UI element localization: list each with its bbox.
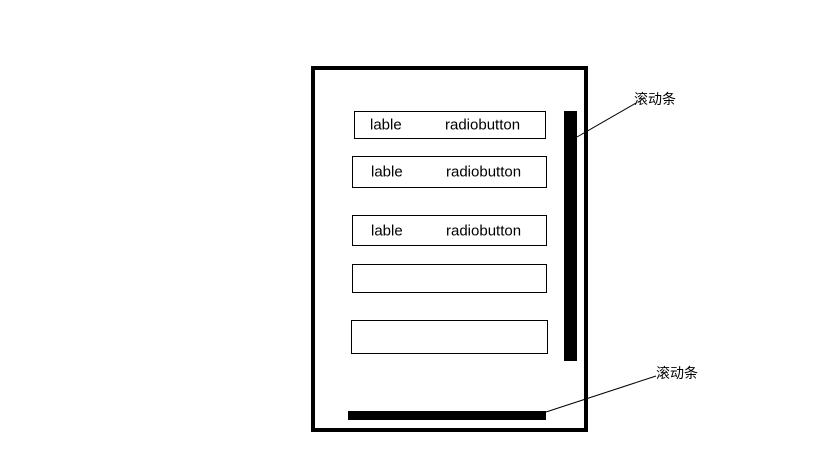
row-label: lable: [370, 116, 402, 134]
horizontal-scrollbar-callout: 滚动条: [656, 366, 698, 382]
vertical-scrollbar-callout: 滚动条: [634, 92, 676, 108]
list-row-4-empty: [352, 264, 547, 293]
horizontal-scrollbar[interactable]: [348, 411, 546, 420]
row-radiobutton[interactable]: radiobutton: [445, 116, 521, 134]
row-radiobutton[interactable]: radiobutton: [446, 163, 522, 181]
row-radiobutton[interactable]: radiobutton: [446, 222, 522, 239]
list-row-5-empty: [351, 320, 548, 354]
row-label: lable: [371, 163, 403, 181]
list-row-2: lable radiobutton: [352, 156, 547, 188]
vertical-scrollbar[interactable]: [564, 111, 577, 361]
list-row-1: lable radiobutton: [354, 111, 546, 139]
row-label: lable: [371, 222, 403, 239]
list-row-3: lable radiobutton: [352, 215, 547, 246]
